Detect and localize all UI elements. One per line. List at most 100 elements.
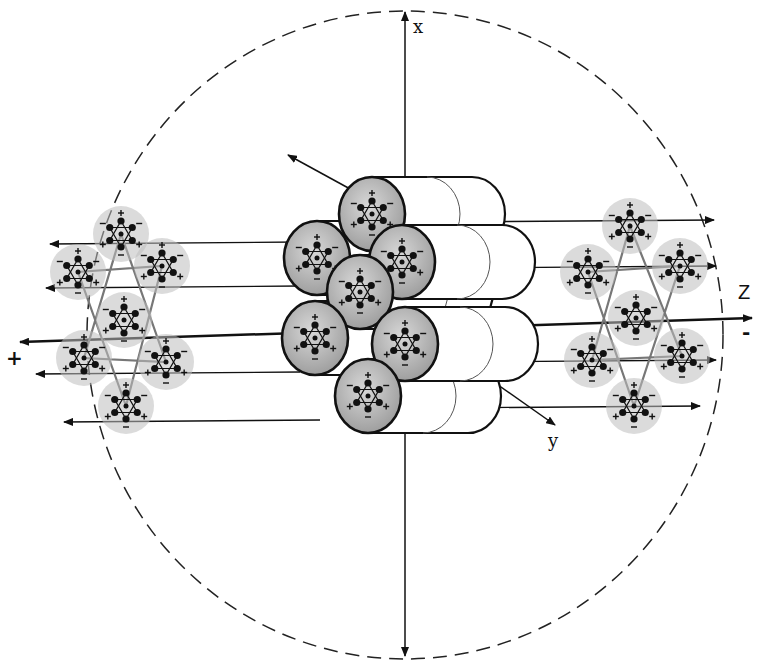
charge-symbol (384, 333, 390, 334)
charge-symbol (123, 426, 129, 427)
atom-dot (174, 352, 181, 359)
axis-label: Z (738, 282, 750, 302)
charge-symbol (681, 332, 682, 338)
atom-dot (151, 352, 158, 359)
charge-symbol (163, 382, 169, 383)
charge-symbol (611, 234, 612, 240)
charge-symbol (141, 255, 147, 256)
atom-dot (628, 224, 633, 229)
charge-symbol (330, 327, 336, 328)
charge-symbol (77, 248, 78, 254)
charge-symbol (357, 312, 363, 313)
charge-symbol (569, 280, 570, 286)
atom-dot (364, 405, 371, 412)
charge-symbol (365, 416, 371, 417)
atom-dot (160, 264, 165, 269)
atom-dot (590, 358, 595, 363)
charge-symbol (663, 364, 664, 370)
cylinder-face (335, 359, 401, 433)
charge-symbol (83, 334, 84, 340)
charge-symbol (697, 345, 703, 346)
charge-cloud (560, 244, 616, 300)
charge-symbol (617, 326, 618, 332)
charge-symbol (699, 364, 700, 370)
atom-dot (413, 334, 420, 341)
charge-symbol (141, 395, 147, 396)
atom-dot (117, 217, 124, 224)
charge-symbol (102, 242, 103, 248)
charge-symbol (633, 338, 639, 339)
charge-cloud (98, 378, 154, 434)
atom-dot (134, 409, 141, 416)
charge-cloud (608, 290, 664, 346)
atom-dot (586, 270, 591, 275)
atom-dot (302, 248, 309, 255)
atom-dot (357, 217, 364, 224)
atom-dot (80, 341, 87, 348)
atom-dot (82, 356, 87, 361)
atom-dot (584, 255, 591, 262)
atom-dot (134, 396, 141, 403)
charge-symbol (399, 282, 405, 283)
atom-dot (638, 229, 645, 236)
charge-symbol (631, 426, 637, 427)
charge-symbol (179, 274, 180, 280)
atom-dot (638, 216, 645, 223)
charge-symbol (353, 222, 354, 228)
atom-dot (170, 269, 177, 276)
charge-symbol (107, 414, 108, 420)
atom-dot (109, 310, 116, 317)
cylinder-shading (457, 225, 490, 299)
atom-dot (632, 301, 639, 308)
charge-symbol (314, 278, 320, 279)
atom-dot (667, 359, 674, 366)
charge-cloud (56, 330, 112, 386)
atom-dot (596, 262, 603, 269)
charge-symbol (627, 246, 633, 247)
atom-dot (688, 256, 695, 263)
atom-dot (690, 346, 697, 353)
charge-symbol (59, 280, 60, 286)
atom-dot (676, 249, 683, 256)
charge-symbol (609, 368, 610, 374)
polarity-label: - (742, 322, 750, 342)
direction-arrow (288, 155, 352, 190)
charge-symbol (605, 280, 606, 286)
charge-symbol (99, 347, 105, 348)
atom-dot (111, 396, 118, 403)
charge-symbol (404, 320, 405, 326)
charge-symbol (573, 368, 574, 374)
charge-symbol (367, 372, 368, 378)
atom-dot (626, 235, 633, 242)
charge-symbol (93, 261, 99, 262)
atom-dot (678, 365, 685, 372)
atom-dot (410, 252, 417, 259)
atom-dot (356, 301, 363, 308)
atom-dot (387, 252, 394, 259)
charge-symbol (371, 190, 372, 196)
atom-dot (129, 237, 136, 244)
atom-dot (122, 389, 129, 396)
atom-dot (120, 303, 127, 310)
charge-symbol (75, 292, 81, 293)
charge-symbol (377, 300, 378, 306)
charge-symbol (359, 268, 360, 274)
charge-symbol (647, 234, 648, 240)
atom-dot (323, 341, 330, 348)
atom-dot (667, 346, 674, 353)
atom-dot (353, 386, 360, 393)
charge-symbol (316, 234, 317, 240)
charge-symbol (385, 404, 386, 410)
charge-symbol (422, 352, 423, 358)
atom-dot (577, 363, 584, 370)
atom-dot (86, 275, 93, 282)
charge-symbol (387, 203, 393, 204)
atom-dot (325, 248, 332, 255)
atom-dot (370, 212, 375, 217)
charge-symbol (314, 314, 315, 320)
atom-dot (688, 269, 695, 276)
atom-dot (345, 282, 352, 289)
charge-symbol (661, 345, 667, 346)
atom-dot (119, 232, 124, 237)
atom-dot (626, 209, 633, 216)
